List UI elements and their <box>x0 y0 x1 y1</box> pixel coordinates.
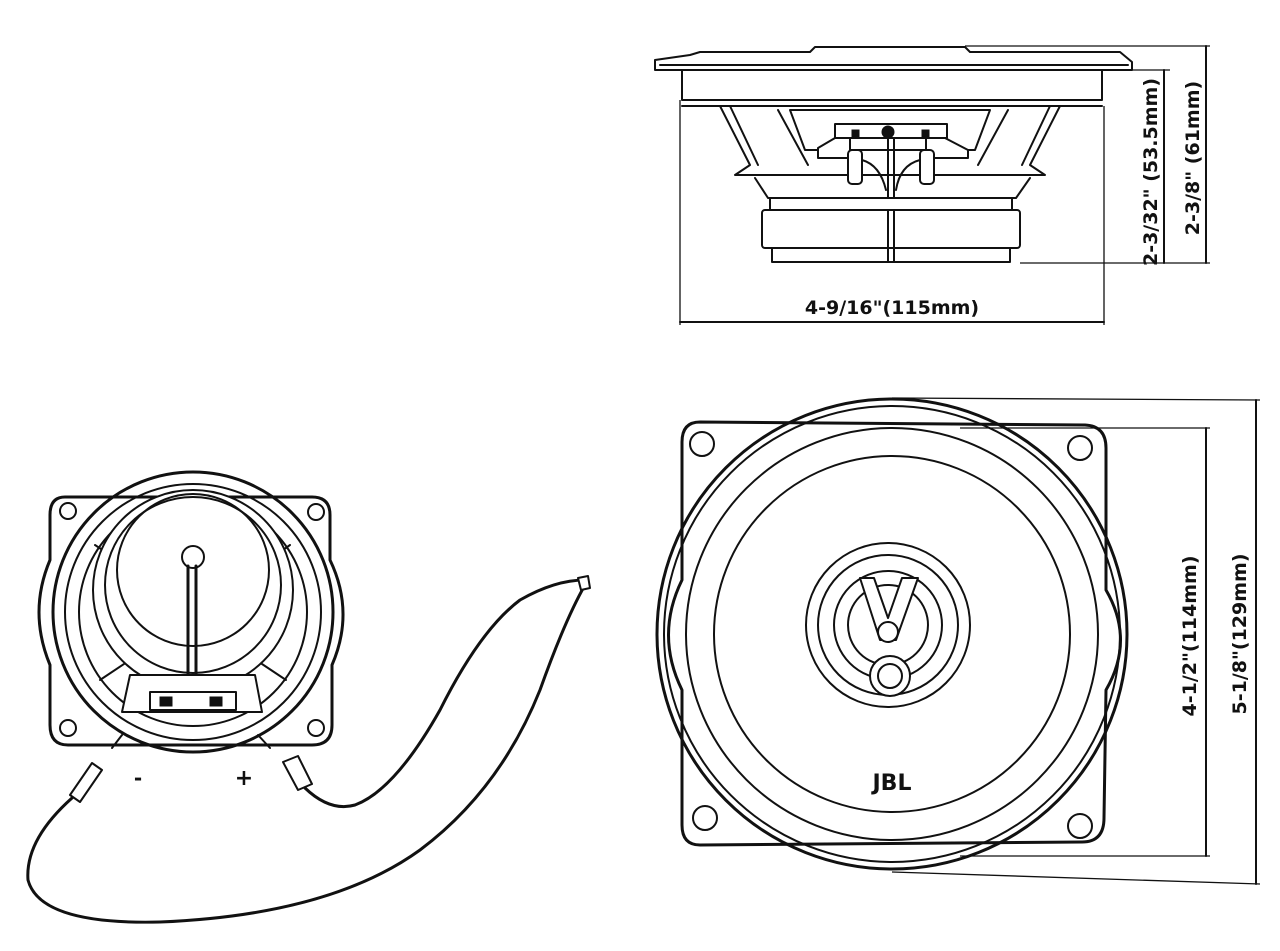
dim-outer-ext-bottom <box>891 871 1261 885</box>
rear-terminal-neg <box>159 696 173 707</box>
front-mount-hole-tl <box>689 431 715 457</box>
rear-mount-hole-bl <box>59 719 77 737</box>
dim-depth-label: 2-3/32" (53.5mm) <box>1140 78 1162 266</box>
rear-cable-positive <box>303 578 587 809</box>
side-view: 4-9/16"(115mm) 2-3/32" (53.5mm) 2-3/8" (… <box>654 45 1210 325</box>
front-mount-hole-bl <box>692 805 718 831</box>
rear-basket-ring <box>64 483 322 741</box>
side-terminal-left <box>817 137 851 159</box>
side-back-plate <box>771 247 1011 263</box>
front-tweeter-pivot <box>869 655 911 697</box>
dim-outer-ext-top <box>891 397 1261 401</box>
rear-mount-hole-br <box>307 719 325 737</box>
side-top-plate <box>769 197 1013 211</box>
side-basket-window <box>789 109 991 151</box>
front-tweeter-center <box>877 621 899 643</box>
rear-cable-end <box>577 575 591 591</box>
front-view: JBL 4-1/2"(114mm) 5-1/8"(129mm) <box>655 397 1261 885</box>
rear-negative-label: - <box>134 766 142 790</box>
side-flange <box>654 46 1133 71</box>
rear-view: - + <box>26 470 591 924</box>
side-yoke <box>754 177 1031 199</box>
front-frame <box>667 420 1122 847</box>
dim-cone-label: 4-1/2"(114mm) <box>1179 555 1201 716</box>
rear-mount-hole-tl <box>59 502 77 520</box>
rear-basket-outer <box>51 470 335 754</box>
rear-magnet-outer <box>92 489 294 691</box>
front-logo: JBL <box>871 771 912 796</box>
front-tweeter-outer <box>805 542 971 708</box>
side-tab-left <box>847 149 863 185</box>
rear-connector-neg <box>69 762 103 803</box>
rear-wire-stubs <box>111 734 271 749</box>
side-basket-inner <box>729 105 1051 166</box>
rear-frame <box>37 495 345 747</box>
rear-lead-wire <box>186 564 198 697</box>
front-mount-hole-tr <box>1067 435 1093 461</box>
front-cone-edge <box>713 455 1071 813</box>
front-outer-ring-inner <box>663 405 1121 863</box>
side-basket-outline <box>719 105 1061 176</box>
side-tab-left-hole <box>851 129 860 138</box>
side-gasket <box>681 69 1103 101</box>
rear-cable-negative <box>26 583 587 924</box>
rear-pole-vent <box>181 545 205 569</box>
front-surround <box>685 427 1099 841</box>
rear-magnet-ring <box>104 496 282 674</box>
side-tab-right <box>919 149 935 185</box>
rear-positive-label: + <box>235 766 253 791</box>
front-outer-ring <box>655 397 1129 871</box>
dim-height-label: 2-3/8" (61mm) <box>1182 81 1204 235</box>
side-magnet <box>761 209 1021 249</box>
dim-width-label: 4-9/16"(115mm) <box>805 297 979 319</box>
rear-magnet-top <box>116 493 270 647</box>
rear-connector-pos <box>282 755 313 791</box>
front-tweeter-pivot-inner <box>877 663 903 689</box>
side-lead-branches <box>861 159 921 191</box>
side-tab-right-hole <box>921 129 930 138</box>
dim-outer-label: 5-1/8"(129mm) <box>1229 553 1251 714</box>
rear-terminal-pos <box>209 696 223 707</box>
rear-mount-hole-tr <box>307 503 325 521</box>
side-lead-over-magnet <box>887 209 895 263</box>
side-terminal-rivet <box>881 125 895 139</box>
front-mount-hole-br <box>1067 813 1093 839</box>
side-basket-spoke <box>777 109 1009 166</box>
